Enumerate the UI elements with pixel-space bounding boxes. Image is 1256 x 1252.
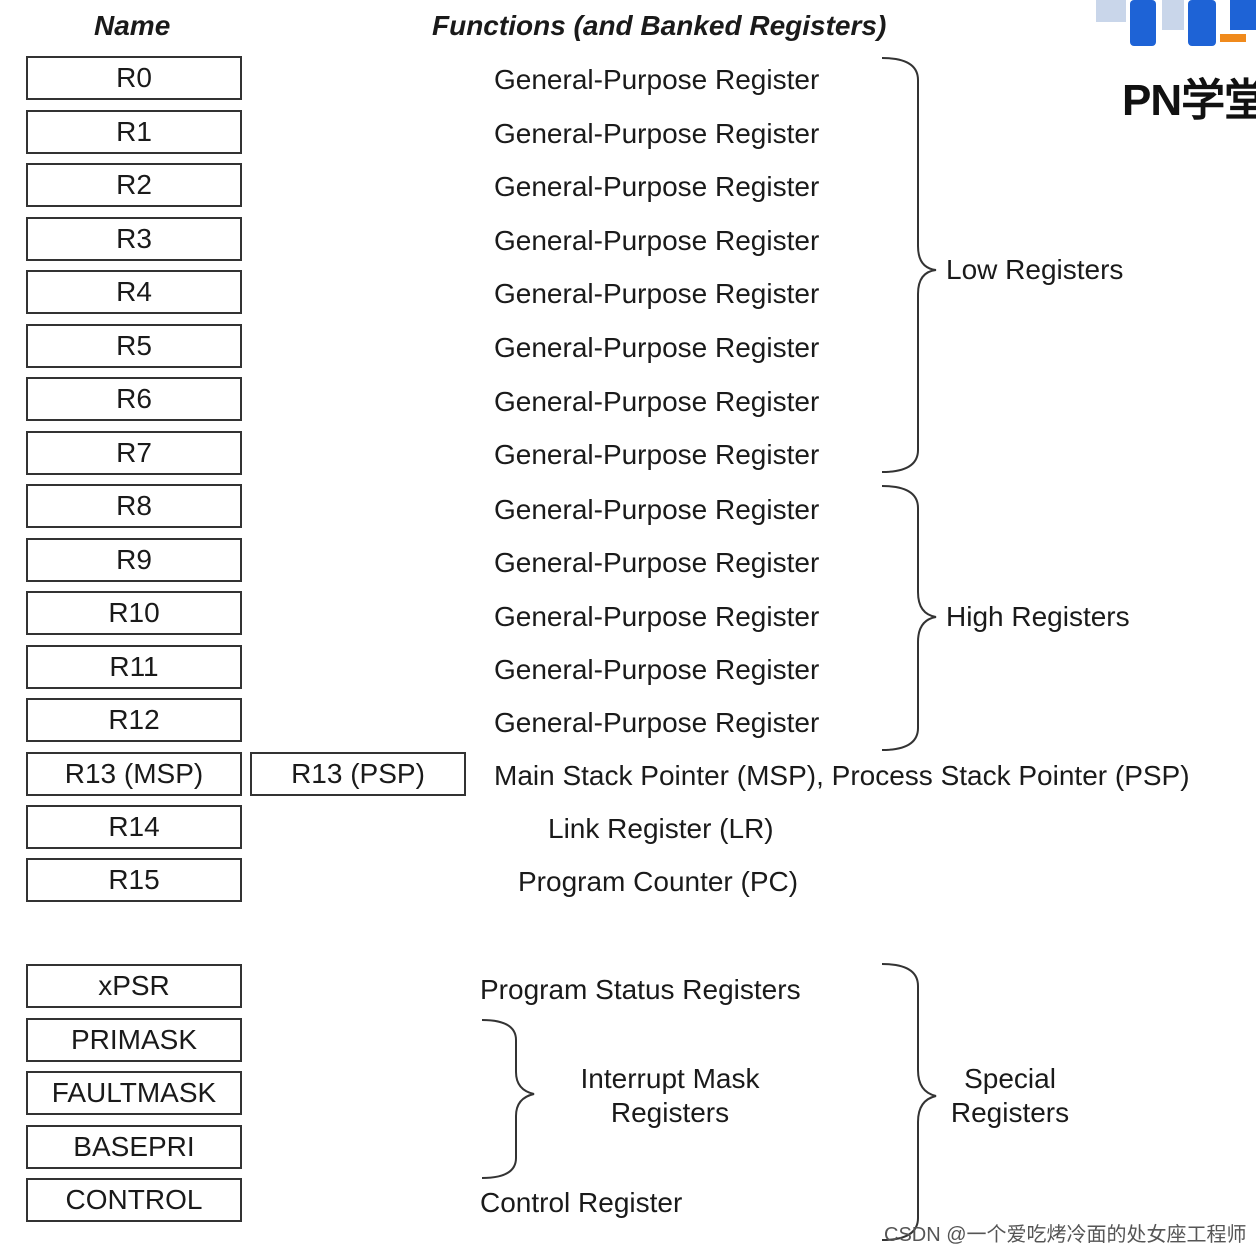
function-r14: Link Register (LR) <box>548 813 774 844</box>
register-faultmask-box: FAULTMASK <box>26 1071 242 1115</box>
register-r7-box: R7 <box>26 431 242 475</box>
functions-column-header: Functions (and Banked Registers) <box>432 10 887 41</box>
logo-text: PN学堂 <box>1122 76 1256 125</box>
register-r4-box: R4 <box>26 270 242 314</box>
high-registers-brace <box>881 485 937 751</box>
register-r6-box: R6 <box>26 377 242 421</box>
register-r1-box: R1 <box>26 110 242 154</box>
register-r5-box: R5 <box>26 324 242 368</box>
name-column-header: Name <box>94 10 171 41</box>
function-r6: General-Purpose Register <box>494 386 820 417</box>
low-registers-label: Low Registers <box>946 254 1124 285</box>
special-registers-brace <box>881 963 937 1241</box>
register-primask-box: PRIMASK <box>26 1018 242 1062</box>
function-r11: General-Purpose Register <box>494 654 820 685</box>
function-r4: General-Purpose Register <box>494 278 820 309</box>
function-r1: General-Purpose Register <box>494 118 820 149</box>
function-r9: General-Purpose Register <box>494 547 820 578</box>
register-r13-psp-box: R13 (PSP) <box>250 752 466 796</box>
register-basepri-box: BASEPRI <box>26 1125 242 1169</box>
function-program-status: Program Status Registers <box>480 974 801 1005</box>
register-r2-box: R2 <box>26 163 242 207</box>
csdn-watermark: CSDN @一个爱吃烤冷面的处女座工程师 <box>884 1224 1247 1246</box>
register-r3-box: R3 <box>26 217 242 261</box>
function-interrupt-mask: Interrupt Mask Registers <box>560 1062 780 1130</box>
function-r13: Main Stack Pointer (MSP), Process Stack … <box>494 760 1190 791</box>
register-r8-box: R8 <box>26 484 242 528</box>
function-r10: General-Purpose Register <box>494 601 820 632</box>
high-registers-label: High Registers <box>946 601 1130 632</box>
interrupt-mask-line1: Interrupt Mask <box>580 1063 760 1094</box>
register-r13-msp-box: R13 (MSP) <box>26 752 242 796</box>
register-control-box: CONTROL <box>26 1178 242 1222</box>
special-registers-line2: Registers <box>950 1097 1070 1128</box>
function-control: Control Register <box>480 1187 683 1218</box>
register-r0-box: R0 <box>26 56 242 100</box>
register-r15-box: R15 <box>26 858 242 902</box>
function-r3: General-Purpose Register <box>494 225 820 256</box>
register-r11-box: R11 <box>26 645 242 689</box>
interrupt-mask-line2: Registers <box>610 1097 730 1128</box>
function-r8: General-Purpose Register <box>494 494 820 525</box>
register-r12-box: R12 <box>26 698 242 742</box>
function-r0: General-Purpose Register <box>494 64 820 95</box>
register-r9-box: R9 <box>26 538 242 582</box>
register-r14-box: R14 <box>26 805 242 849</box>
low-registers-brace <box>881 57 937 473</box>
function-r7: General-Purpose Register <box>494 439 820 470</box>
interrupt-mask-brace <box>481 1019 535 1179</box>
special-registers-label: Special Registers <box>940 1062 1080 1130</box>
function-r2: General-Purpose Register <box>494 171 820 202</box>
register-r10-box: R10 <box>26 591 242 635</box>
function-r15: Program Counter (PC) <box>518 866 799 897</box>
special-registers-line1: Special <box>964 1063 1056 1094</box>
register-xpsr-box: xPSR <box>26 964 242 1008</box>
logo-mark-icon <box>1096 0 1256 46</box>
function-r12: General-Purpose Register <box>494 707 820 738</box>
function-r5: General-Purpose Register <box>494 332 820 363</box>
